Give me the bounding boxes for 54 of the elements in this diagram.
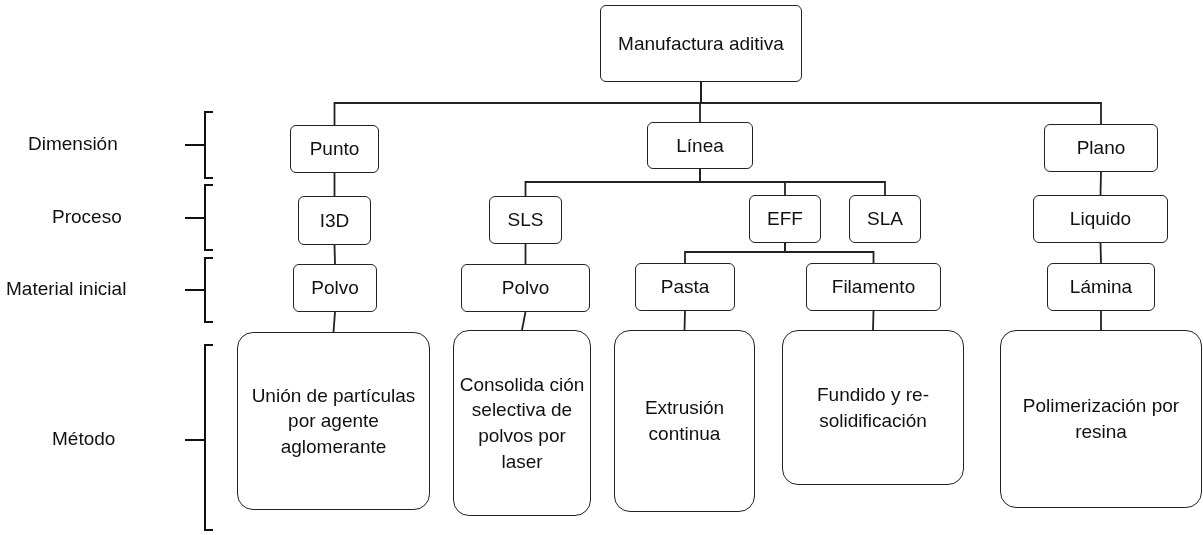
process-box <box>1047 263 1155 311</box>
connector-line <box>699 168 886 196</box>
process-box <box>1044 124 1158 172</box>
node-text: Extrusión continua <box>643 396 726 446</box>
process-box <box>806 263 941 311</box>
process-box <box>290 125 379 173</box>
process-box <box>461 264 590 312</box>
connector-line <box>1099 171 1102 196</box>
connector-line <box>524 243 527 265</box>
process-box <box>293 264 377 312</box>
node-text: Liquido <box>1069 207 1132 232</box>
connector-line <box>784 242 875 264</box>
connector-line <box>683 310 686 331</box>
node-text: Polvo <box>311 276 359 301</box>
connector-line <box>521 311 527 331</box>
method-box <box>237 332 430 510</box>
node-text: Filamento <box>831 275 916 300</box>
connector-line <box>1100 310 1102 331</box>
row-label: Proceso <box>52 206 122 228</box>
node-text: Plano <box>1076 136 1126 161</box>
method-box <box>614 330 755 512</box>
node-text: Punto <box>309 137 360 162</box>
connector-line <box>333 244 336 265</box>
node-text: SLS <box>507 208 544 233</box>
node-text: Polvo <box>501 276 550 301</box>
connector-line <box>872 310 875 331</box>
process-box <box>298 196 371 245</box>
node-text: Polimerización por resina <box>1021 394 1181 444</box>
node-text: Manufactura aditiva <box>618 31 784 56</box>
node-text: EFF <box>767 207 803 232</box>
row-label: Material inicial <box>6 278 127 300</box>
connector-line <box>1099 242 1102 264</box>
process-box <box>600 5 802 82</box>
method-box <box>453 330 591 516</box>
process-box <box>647 122 753 169</box>
node-text: Lámina <box>1069 275 1133 300</box>
process-box <box>635 263 735 311</box>
connector-line <box>333 172 336 197</box>
node-text: SLA <box>867 207 903 232</box>
node-text: I3D <box>319 208 350 233</box>
row-label: Dimensión <box>28 133 118 155</box>
node-text: Unión de partículas por agente aglomerante <box>250 383 417 459</box>
process-box <box>749 195 821 243</box>
method-box <box>782 330 964 485</box>
node-text: Fundido y re-solidificación <box>816 382 930 433</box>
node-text: Consolida ción selectiva de polvos por laser <box>458 372 586 474</box>
node-text: Línea <box>676 133 724 158</box>
method-box <box>1000 330 1202 508</box>
process-box <box>489 196 562 244</box>
process-box <box>1033 195 1168 243</box>
process-box <box>849 195 921 243</box>
connector-line <box>332 311 336 333</box>
row-label: Método <box>52 428 116 450</box>
node-text: Pasta <box>660 275 710 300</box>
